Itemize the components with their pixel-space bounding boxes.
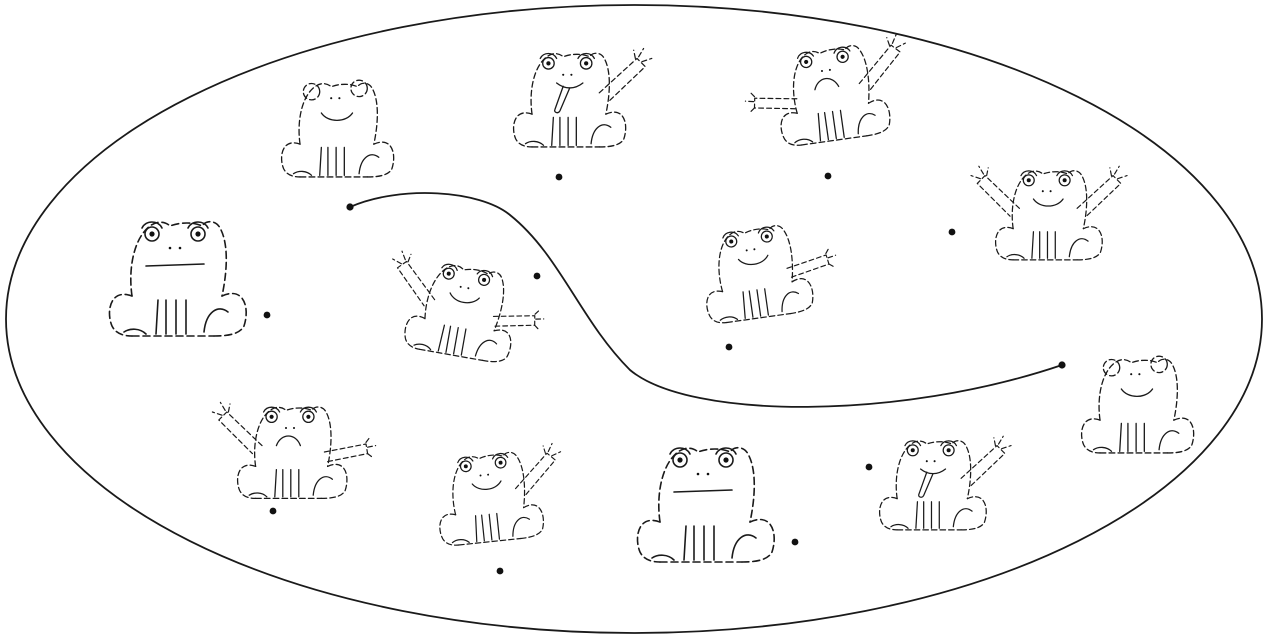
frog-2 bbox=[514, 49, 652, 147]
dot-6 bbox=[726, 344, 733, 351]
dot-9 bbox=[792, 539, 799, 546]
frog-4 bbox=[971, 166, 1127, 260]
frog-3 bbox=[739, 34, 917, 152]
dot-3 bbox=[825, 173, 832, 180]
frog-11 bbox=[637, 448, 774, 562]
dot-5 bbox=[534, 273, 541, 280]
curve-endpoint-right bbox=[1058, 361, 1065, 368]
dot-4 bbox=[949, 229, 956, 236]
frog-8 bbox=[1082, 356, 1194, 453]
outer-ellipse bbox=[6, 5, 1262, 633]
dot-7 bbox=[270, 508, 277, 515]
frog-12 bbox=[880, 436, 1011, 530]
dot-2 bbox=[556, 174, 563, 181]
dot-8 bbox=[497, 568, 504, 575]
frog-6 bbox=[378, 250, 551, 370]
dot-10 bbox=[866, 464, 873, 471]
dot-1 bbox=[264, 312, 271, 319]
frog-1 bbox=[282, 80, 394, 177]
curve-endpoint-left bbox=[346, 203, 353, 210]
frog-10 bbox=[432, 443, 569, 547]
frog-5 bbox=[109, 222, 246, 336]
frog-7 bbox=[697, 218, 843, 325]
frog-9 bbox=[212, 402, 375, 498]
